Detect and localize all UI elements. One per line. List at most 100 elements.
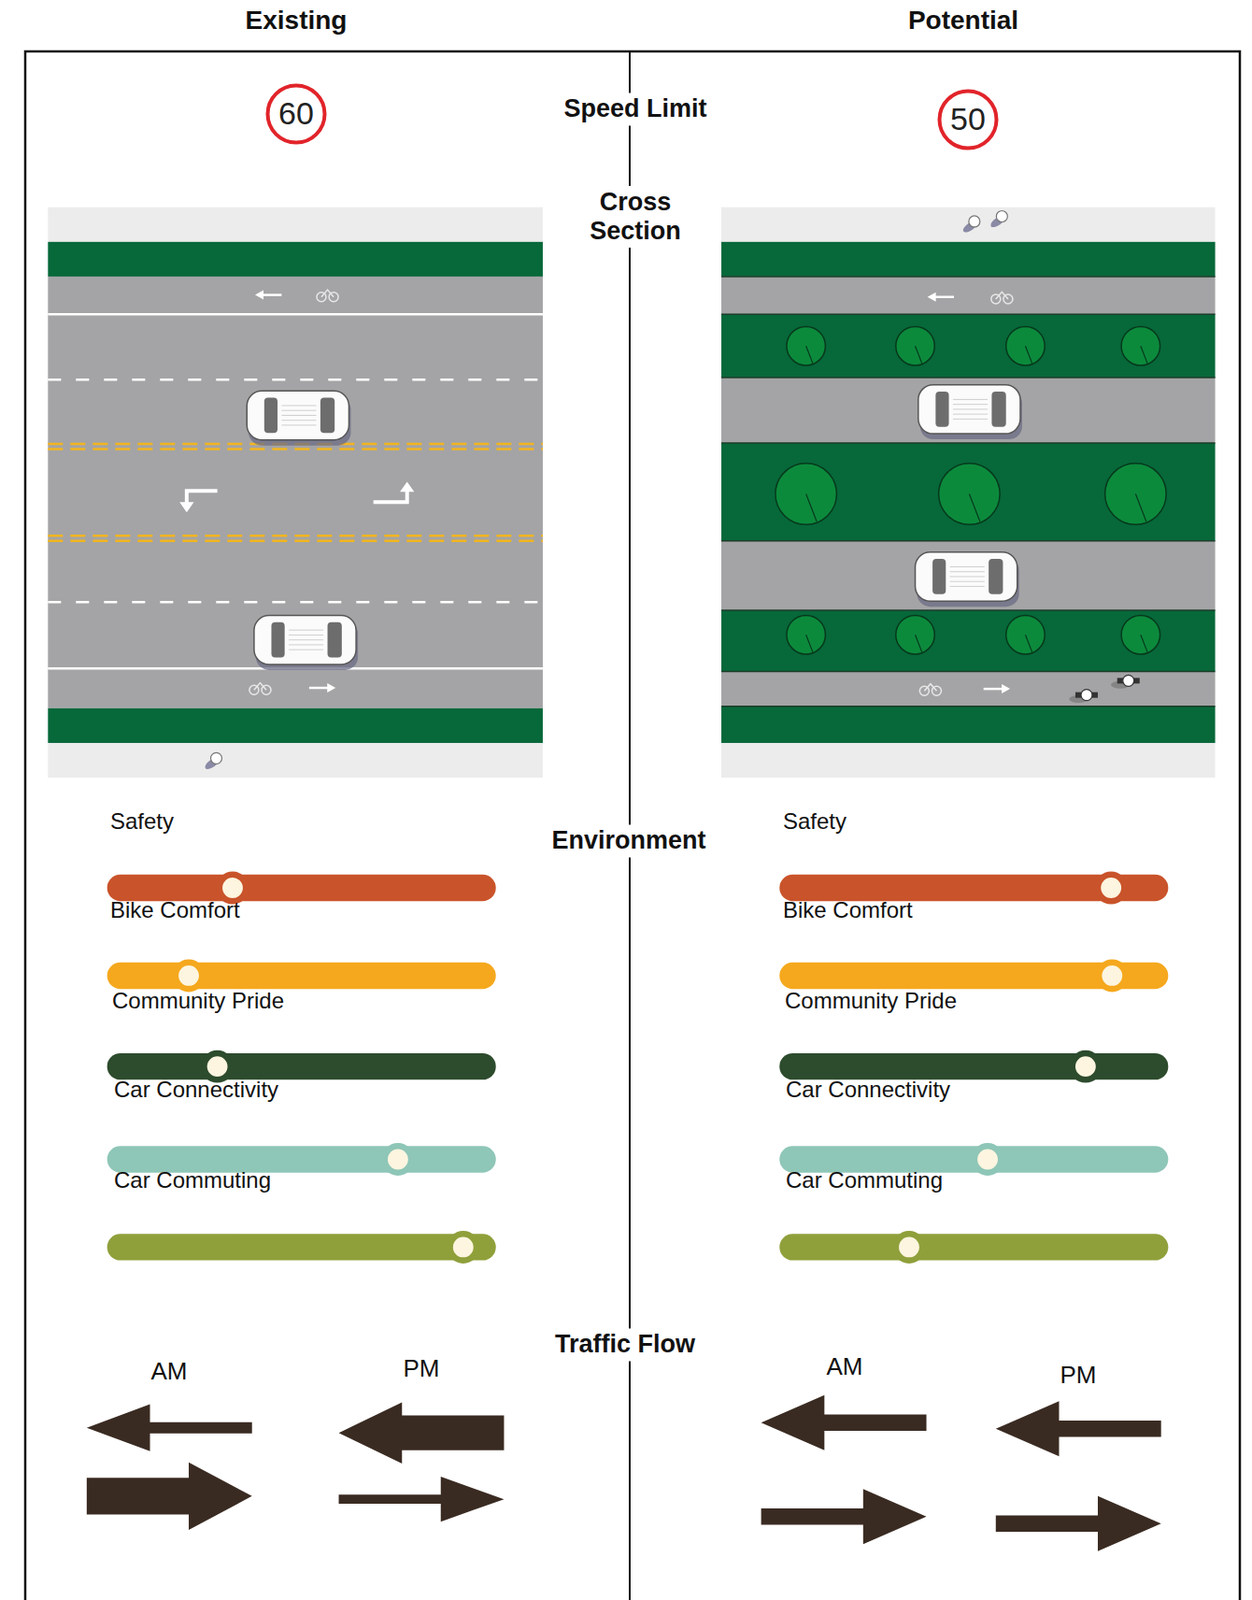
bike-symbol (919, 683, 941, 697)
centre-line (47, 534, 543, 538)
travel-lane (721, 377, 1216, 443)
rating-slider (792, 962, 1155, 989)
tree (1105, 463, 1167, 526)
slider-label: Safety (782, 808, 847, 835)
edge-line (721, 441, 1216, 444)
speed-limit-sign: 60 (265, 83, 328, 145)
tree (896, 326, 935, 365)
slider-label: Car Commuting (785, 1166, 943, 1194)
edge-line (721, 313, 1216, 316)
sidewalk (47, 742, 543, 778)
tree (1121, 614, 1160, 654)
turn-arrow-head (399, 481, 414, 492)
lane-arrow-head (1001, 683, 1011, 694)
lane-arrow-head (327, 682, 336, 693)
cyclist (1068, 689, 1098, 703)
planting-strip (721, 313, 1216, 378)
bike-lane-line (47, 313, 543, 316)
bike-symbol (249, 682, 271, 696)
tree (775, 463, 838, 526)
slider-label: Community Pride (784, 987, 957, 1014)
sidewalk (721, 742, 1216, 778)
tree (939, 463, 1001, 526)
time-label: PM (403, 1354, 441, 1383)
centre-line (47, 447, 543, 451)
edge-line (721, 275, 1216, 278)
traffic-arrow (86, 1404, 253, 1452)
speed-value: 50 (950, 100, 986, 138)
bike-symbol (991, 291, 1013, 304)
bike-lane (721, 671, 1216, 707)
row-heading: Environment (545, 824, 712, 857)
verge (47, 708, 543, 743)
tree (1121, 326, 1160, 365)
slider-label: Bike Comfort (782, 896, 913, 924)
slider-label: Car Commuting (113, 1166, 271, 1194)
traffic-arrow (995, 1495, 1162, 1551)
edge-line (721, 670, 1216, 673)
time-label: AM (826, 1352, 864, 1381)
rating-slider (120, 962, 484, 989)
slider-label: Bike Comfort (110, 896, 241, 924)
traffic-arrow (761, 1488, 927, 1544)
bike-symbol (316, 289, 339, 302)
traffic-arrow (761, 1394, 927, 1451)
lane-arrow (983, 687, 1005, 691)
car (246, 390, 351, 445)
slider-label: Safety (110, 808, 174, 835)
tree (1006, 326, 1045, 365)
cyclist (1110, 674, 1140, 688)
lane-arrow-head (927, 292, 937, 302)
sidewalk (721, 207, 1216, 242)
time-label: PM (1060, 1361, 1097, 1390)
travel-lane (721, 540, 1216, 611)
lane-arrow (260, 293, 282, 297)
tree (786, 614, 826, 654)
panel: Existing 60 (25, 0, 630, 1600)
tree (1006, 614, 1045, 654)
pedestrian (988, 211, 1008, 230)
tree (786, 326, 826, 365)
outer-frame (25, 51, 1240, 1600)
planting-strip (721, 610, 1216, 672)
tree (896, 614, 935, 654)
edge-line (721, 376, 1216, 379)
edge-line (721, 540, 1216, 542)
bike-lane (721, 276, 1216, 314)
pedestrian (961, 215, 981, 235)
edge-line (721, 609, 1216, 612)
row-heading: Cross Section (569, 185, 702, 248)
rating-slider (120, 1233, 484, 1260)
speed-value: 60 (278, 95, 314, 132)
lane-arrow-head (255, 290, 264, 300)
frame (25, 51, 1240, 1600)
lane-arrow (933, 296, 954, 299)
lane-dash (47, 600, 543, 604)
speed-limit-sign: 50 (937, 88, 999, 151)
turn-arrow-head (179, 501, 194, 513)
slider-label: Car Connectivity (113, 1076, 279, 1103)
roadway (47, 276, 543, 709)
pedestrian (202, 752, 222, 771)
rating-slider (792, 1052, 1155, 1080)
median (721, 442, 1216, 541)
verge (721, 706, 1216, 743)
rating-slider (120, 874, 484, 901)
sign-ring (939, 91, 997, 149)
car (918, 384, 1023, 440)
verge (721, 241, 1216, 277)
rating-slider (120, 1052, 484, 1080)
slider-label: Car Connectivity (785, 1076, 951, 1103)
car (254, 614, 358, 669)
sidewalk (47, 207, 543, 242)
verge (47, 241, 543, 277)
traffic-arrow (995, 1400, 1162, 1456)
panel-heading: Existing (245, 5, 348, 36)
time-label: AM (151, 1357, 188, 1386)
sign-ring (268, 85, 326, 143)
car (915, 552, 1020, 607)
row-heading: Traffic Flow (549, 1327, 701, 1361)
panel: Potential50 (629, 0, 1240, 1600)
edge-line (721, 705, 1216, 708)
